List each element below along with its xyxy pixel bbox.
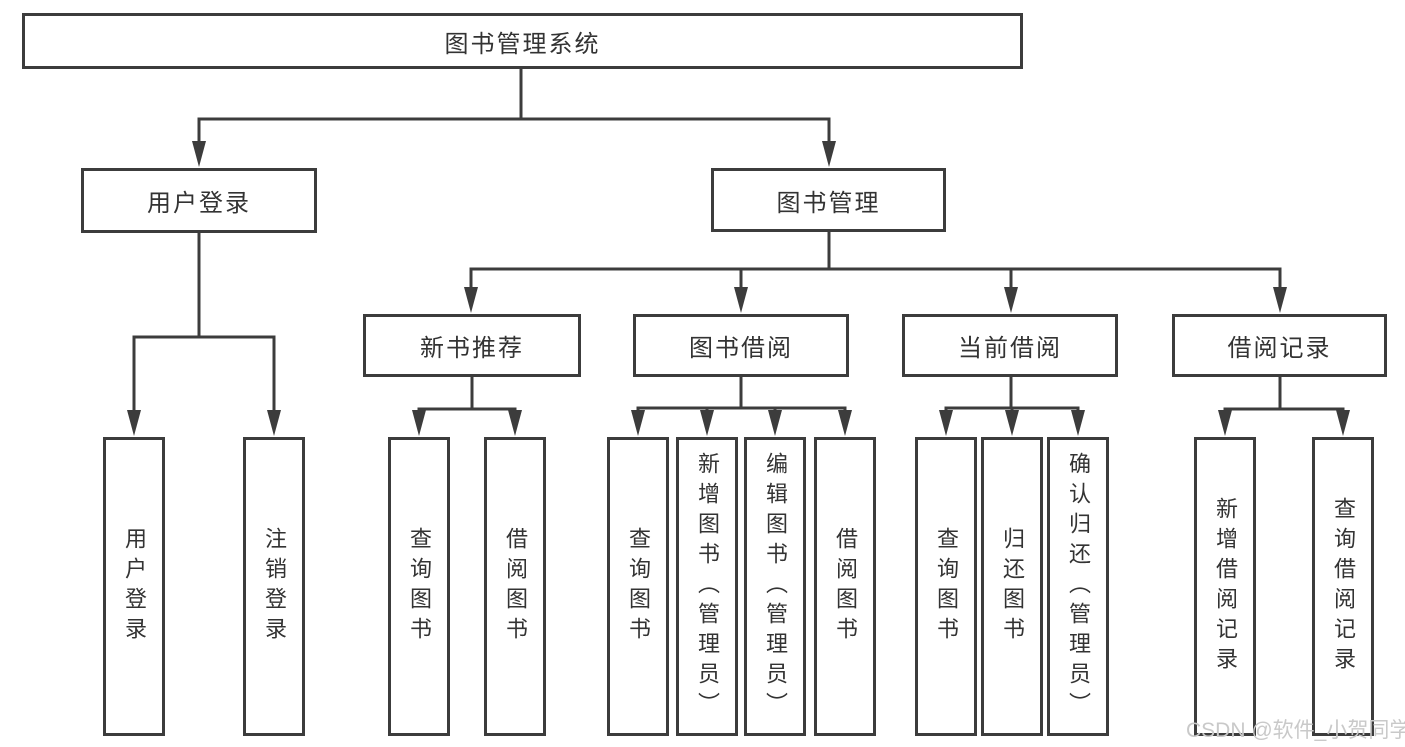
- connector-root-to-level2: [197, 69, 831, 143]
- arrowhead-icon: [631, 410, 645, 436]
- node-book-management-label: 图书管理: [776, 189, 881, 217]
- arrowhead-icon: [508, 410, 522, 436]
- leaf-user-login: 用户登录: [103, 437, 165, 736]
- leaf-search-books-borrow: 查询图书: [607, 437, 669, 736]
- leaf-logout: 注销登录: [243, 437, 305, 736]
- leaf-confirm-return-admin: 确认归还（管理员）: [1047, 437, 1109, 736]
- leaf-search-books-recommend: 查询图书: [388, 437, 450, 736]
- node-book-borrow-label: 图书借阅: [689, 335, 793, 362]
- arrowhead-icon: [412, 410, 426, 436]
- leaf-user-login-label: 用户登录: [122, 526, 147, 647]
- leaf-borrow-books-recommend-label: 借阅图书: [503, 526, 528, 647]
- node-book-borrow: 图书借阅: [633, 314, 849, 377]
- connector-records-to-leaves: [1223, 377, 1345, 412]
- leaf-borrow-books-label: 借阅图书: [833, 526, 858, 647]
- connector-current-to-leaves: [944, 377, 1080, 412]
- leaf-edit-book-admin-label: 编辑图书（管理员）: [763, 451, 788, 722]
- leaf-search-books-current: 查询图书: [915, 437, 977, 736]
- node-root-label: 图书管理系统: [444, 30, 601, 58]
- connector-arrowheads: [127, 141, 1350, 436]
- arrowhead-icon: [127, 410, 141, 436]
- arrowhead-icon: [1336, 410, 1350, 436]
- arrowhead-icon: [768, 410, 782, 436]
- connector-bookmgmt-to-level3: [469, 232, 1282, 289]
- leaf-confirm-return-admin-label: 确认归还（管理员）: [1066, 451, 1091, 722]
- leaf-search-books-borrow-label: 查询图书: [626, 526, 651, 647]
- node-user-login: 用户登录: [81, 168, 317, 233]
- arrowhead-icon: [192, 141, 206, 167]
- leaf-return-books: 归还图书: [981, 437, 1043, 736]
- arrowhead-icon: [267, 410, 281, 436]
- node-new-book-recommend: 新书推荐: [363, 314, 581, 377]
- node-borrow-records-label: 借阅记录: [1227, 335, 1332, 362]
- arrowhead-icon: [1218, 410, 1232, 436]
- node-user-login-label: 用户登录: [147, 190, 251, 217]
- leaf-add-book-admin: 新增图书（管理员）: [676, 437, 738, 736]
- arrowhead-icon: [734, 287, 748, 313]
- leaf-search-borrow-record: 查询借阅记录: [1312, 437, 1374, 736]
- arrowhead-icon: [464, 287, 478, 313]
- leaf-add-borrow-record: 新增借阅记录: [1194, 437, 1256, 736]
- connector-userlogin-to-leaves: [132, 233, 276, 412]
- node-borrow-records: 借阅记录: [1172, 314, 1387, 377]
- leaf-logout-label: 注销登录: [262, 526, 287, 647]
- leaf-add-borrow-record-label: 新增借阅记录: [1213, 496, 1238, 677]
- leaf-search-books-recommend-label: 查询图书: [407, 526, 432, 647]
- arrowhead-icon: [1273, 287, 1287, 313]
- leaf-edit-book-admin: 编辑图书（管理员）: [744, 437, 806, 736]
- connector-borrow-to-leaves: [636, 377, 847, 412]
- node-book-management: 图书管理: [711, 168, 946, 232]
- arrowhead-icon: [1071, 410, 1085, 436]
- node-current-borrow-label: 当前借阅: [958, 335, 1062, 362]
- arrowhead-icon: [838, 410, 852, 436]
- leaf-borrow-books-recommend: 借阅图书: [484, 437, 546, 736]
- connector-newbooks-to-leaves: [417, 377, 517, 412]
- node-current-borrow: 当前借阅: [902, 314, 1118, 377]
- leaf-add-book-admin-label: 新增图书（管理员）: [695, 451, 720, 722]
- arrowhead-icon: [939, 410, 953, 436]
- leaf-search-borrow-record-label: 查询借阅记录: [1331, 496, 1356, 677]
- leaf-search-books-current-label: 查询图书: [934, 526, 959, 647]
- csdn-watermark: CSDN @软件_小贺同学: [1186, 719, 1405, 742]
- node-new-book-recommend-label: 新书推荐: [420, 335, 524, 362]
- arrowhead-icon: [700, 410, 714, 436]
- arrowhead-icon: [1004, 287, 1018, 313]
- arrowhead-icon: [822, 141, 836, 167]
- node-root: 图书管理系统: [22, 13, 1023, 69]
- leaf-return-books-label: 归还图书: [1000, 526, 1025, 647]
- leaf-borrow-books: 借阅图书: [814, 437, 876, 736]
- arrowhead-icon: [1005, 410, 1019, 436]
